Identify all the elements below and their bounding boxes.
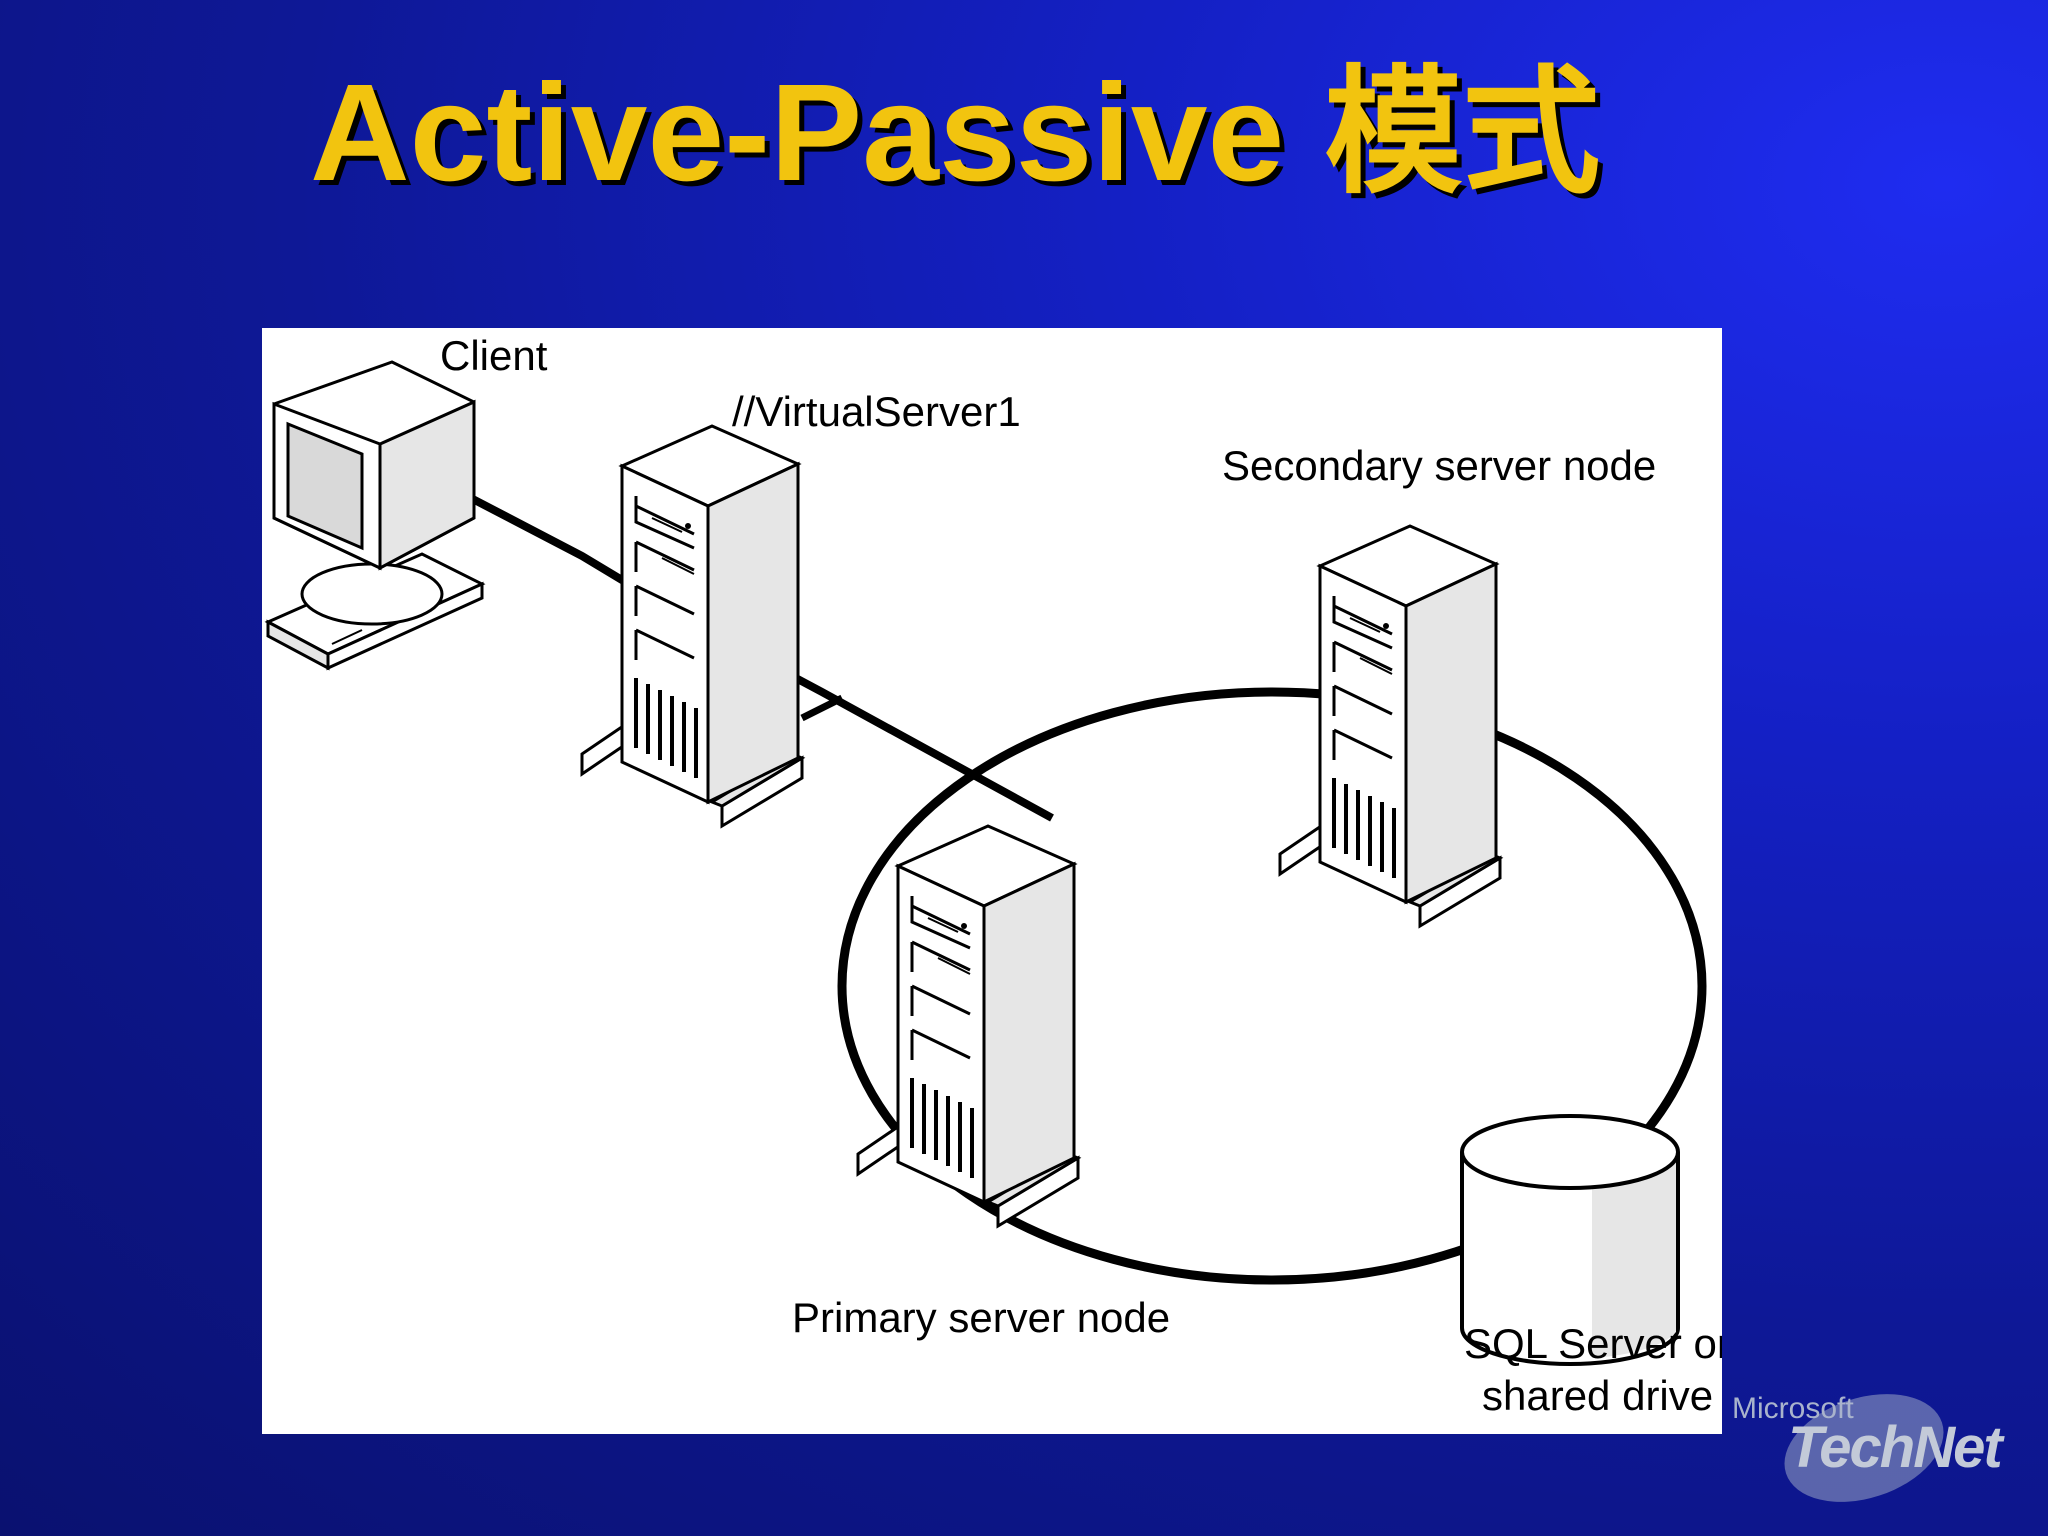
secondary-node-label: Secondary server node [1222,442,1656,489]
tower-server-icon [580,424,804,828]
tower-server-icon [856,824,1080,1228]
technet-logo: Microsoft TechNet [1728,1370,2028,1510]
virtual-server-label: //VirtualServer1 [732,388,1021,435]
client-computer [264,360,486,671]
logo-technet-text: TechNet [1788,1415,2003,1480]
title-cjk: 模式 [1324,52,1601,213]
sql-server-label-line2: shared drive [1482,1372,1713,1419]
cluster-ring [837,687,1707,1285]
sql-server-label-line1: SQL Server on [1464,1320,1722,1367]
cluster-diagram: Client //VirtualServer1 Secondary server… [262,328,1722,1434]
tower-server-icon [1278,524,1502,928]
title-latin: Active-Passive [310,56,1285,210]
client-label: Client [440,332,548,379]
database-cylinder-icon [1460,1114,1680,1366]
logo-microsoft-text: Microsoft [1732,1392,1854,1425]
monitor-icon [264,360,486,671]
primary-node-label: Primary server node [792,1294,1170,1341]
